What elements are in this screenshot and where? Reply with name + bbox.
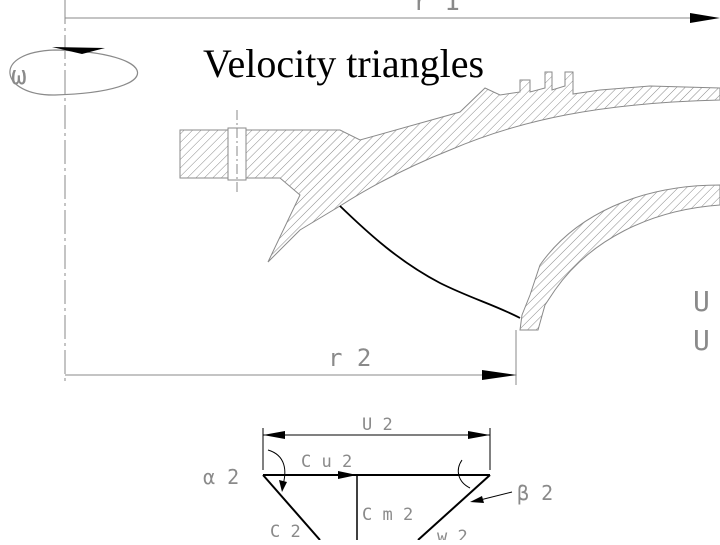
w2-vector xyxy=(417,474,491,541)
blade-curve xyxy=(339,205,521,319)
cu2-label: C u 2 xyxy=(301,452,352,472)
cm2-label: C m 2 xyxy=(362,505,413,525)
c2-vector xyxy=(262,474,321,541)
u2-label: U 2 xyxy=(362,415,393,435)
r2-label: r 2 xyxy=(328,344,371,372)
c2-label: C 2 xyxy=(270,522,301,540)
rotation-arrow xyxy=(52,47,105,54)
beta2-label: β 2 xyxy=(517,481,553,505)
beta2-arrowhead xyxy=(470,496,484,503)
alpha2-arrowhead xyxy=(279,480,287,492)
beta2-arrow-line xyxy=(479,491,513,501)
rotation-ellipse xyxy=(9,49,139,96)
hub-section xyxy=(179,71,720,263)
cu2-arrowhead xyxy=(338,471,357,479)
w2-label: w 2 xyxy=(437,527,468,540)
u2-arrowhead-right xyxy=(468,431,490,439)
u2-arrowhead-left xyxy=(263,431,285,439)
u-right-label-1: U xyxy=(693,285,710,318)
slide-title: Velocity triangles xyxy=(203,41,485,86)
r2-arrowhead xyxy=(482,370,517,380)
r1-label: r 1 xyxy=(413,0,460,17)
alpha2-label: α 2 xyxy=(203,465,239,489)
u-right-label-2: U xyxy=(693,324,710,357)
casing-section xyxy=(519,184,720,331)
omega-label: ω xyxy=(11,61,27,91)
r1-arrowhead xyxy=(690,13,720,23)
beta2-arc xyxy=(457,459,471,489)
